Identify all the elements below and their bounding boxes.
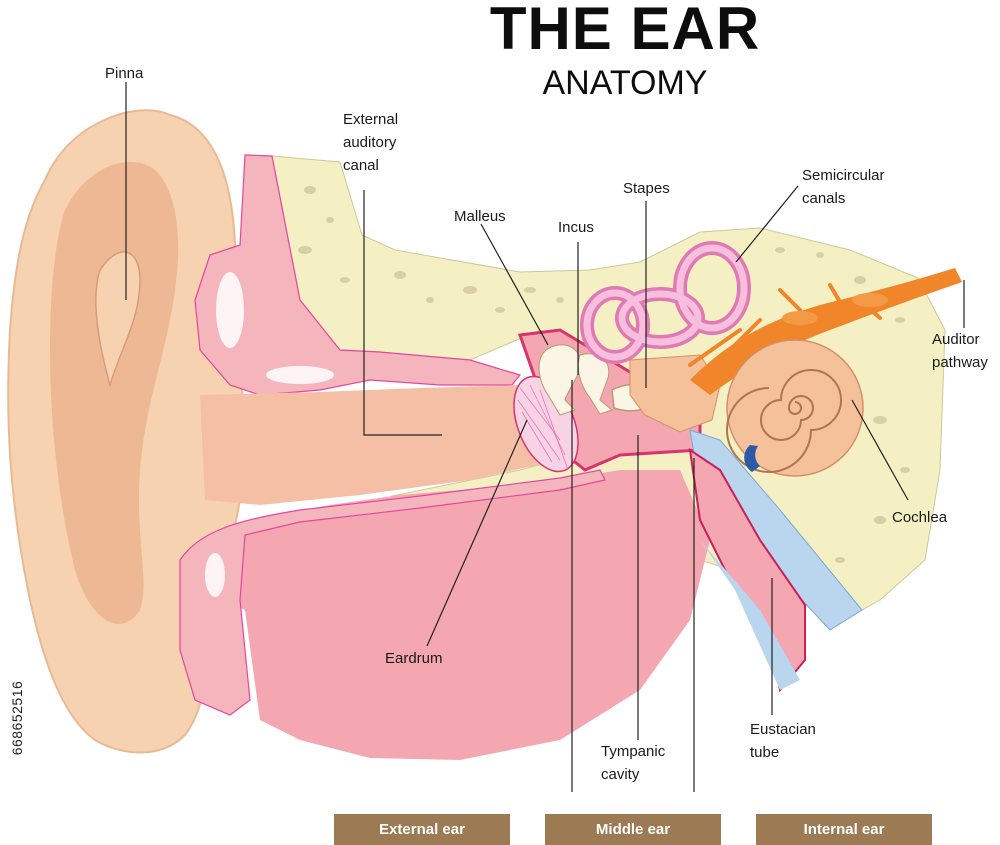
canal-upper-lining	[194, 154, 522, 396]
label-eustachian-tube: Eustacian tube	[750, 721, 816, 761]
stock-id-credit: 668652516	[6, 606, 28, 836]
section-external-ear: External ear	[334, 814, 510, 845]
canal-passage	[200, 385, 560, 505]
label-eardrum: Eardrum	[385, 650, 443, 667]
canal-highlight-lower	[205, 553, 225, 597]
leader-malleus	[480, 223, 549, 346]
lower-canal-tissue	[180, 470, 710, 760]
label-stapes: Stapes	[623, 180, 670, 197]
leader-cochlea	[851, 399, 909, 501]
leader-semicircular	[735, 185, 799, 263]
label-external-auditory-canal: External auditory canal	[343, 111, 399, 174]
section-middle-ear: Middle ear	[545, 814, 721, 845]
canal-highlight-upper	[216, 272, 244, 348]
round-window	[744, 445, 760, 472]
label-auditory-pathway: Auditor pathway	[932, 331, 988, 371]
page-subtitle: ANATOMY	[542, 64, 708, 102]
cochlea-shape	[726, 339, 864, 477]
canal-highlight-mid	[266, 366, 334, 384]
malleus-bone	[538, 344, 581, 416]
label-incus: Incus	[558, 219, 594, 236]
label-malleus: Malleus	[454, 208, 506, 225]
leader-external-canal	[363, 190, 442, 436]
canal-lower-lining	[179, 469, 606, 716]
label-cochlea: Cochlea	[892, 509, 948, 526]
leader-eardrum	[426, 419, 528, 647]
section-internal-ear: Internal ear	[756, 814, 932, 845]
nerve-branches	[688, 283, 882, 382]
eustachian-tube-lower	[700, 540, 800, 690]
label-semicircular-canals: Semicircular canals	[802, 167, 885, 207]
pinna-inner-fold	[50, 161, 179, 625]
stock-id-text: 668652516	[9, 680, 25, 756]
pinna-concha	[95, 251, 141, 388]
page-title: THE EAR	[489, 0, 761, 62]
label-tympanic-cavity: Tympanic cavity	[601, 743, 666, 783]
label-pinna: Pinna	[105, 65, 144, 82]
